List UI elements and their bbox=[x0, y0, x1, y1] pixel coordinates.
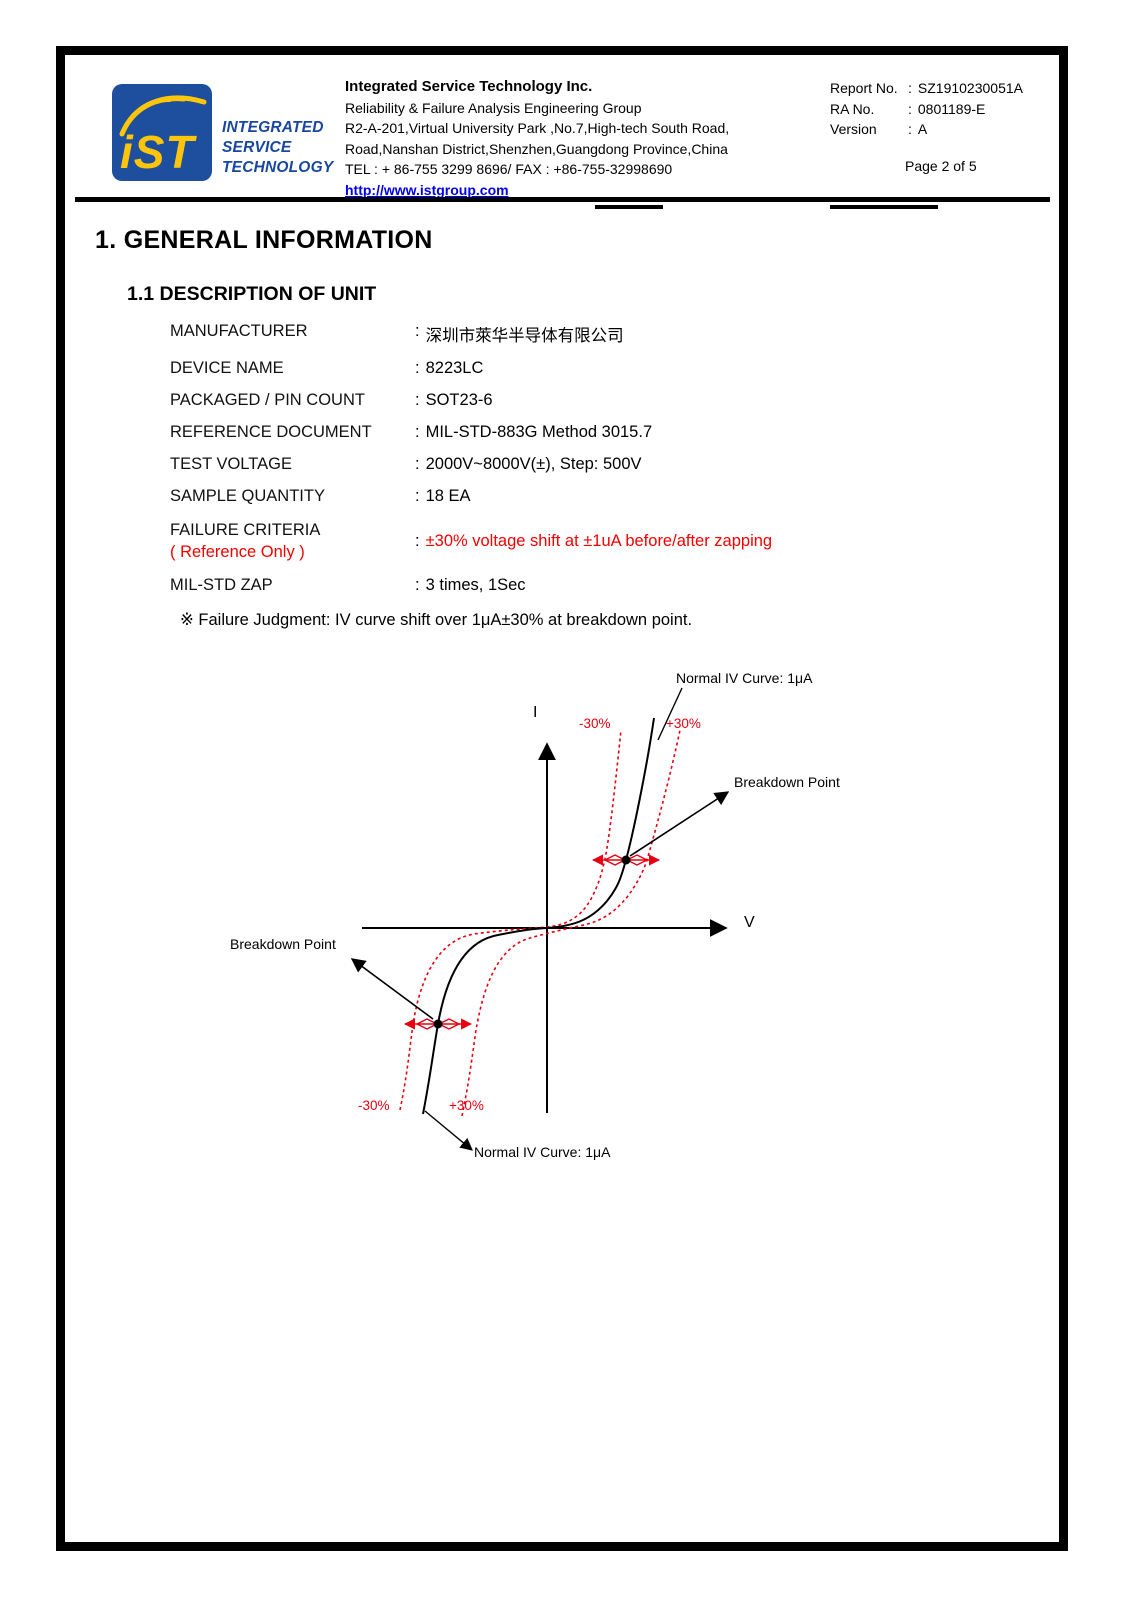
row-value: 2000V~8000V(±), Step: 500V bbox=[425, 455, 642, 473]
minus30-label-top: -30% bbox=[579, 716, 611, 731]
logo-swoosh-icon bbox=[119, 95, 207, 137]
row-value: ±30% voltage shift at ±1uA before/after … bbox=[425, 531, 773, 550]
row-label: DEVICE NAME bbox=[170, 359, 284, 377]
header-divider-segment bbox=[595, 205, 663, 209]
row-label: FAILURE CRITERIA bbox=[170, 521, 321, 539]
plus30-label-top: +30% bbox=[666, 716, 701, 731]
ra-no-row: RA No. : 0801189-E bbox=[830, 99, 1023, 120]
colon: : bbox=[415, 423, 420, 441]
unit-description-table: MANUFACTURER : 深圳市萊华半导体有限公司 DEVICE NAME :… bbox=[170, 322, 930, 608]
ra-no-label: RA No. bbox=[830, 100, 875, 117]
iv-curve-diagram bbox=[350, 687, 730, 1151]
company-telfax: TEL : + 86-755 3299 8696/ FAX : +86-755-… bbox=[345, 161, 673, 177]
breakdown-marker-negative bbox=[403, 1018, 473, 1030]
table-row: MIL-STD ZAP :3 times, 1Sec bbox=[170, 576, 930, 595]
table-row: SAMPLE QUANTITY :18 EA bbox=[170, 487, 930, 506]
report-no-value: SZ1910230051A bbox=[917, 80, 1023, 96]
header-divider-segment bbox=[830, 205, 938, 209]
version-label: Version bbox=[830, 121, 877, 137]
header-divider bbox=[75, 197, 1050, 202]
normal-curve-pointer-bottom bbox=[424, 1110, 473, 1151]
colon: : bbox=[415, 391, 420, 409]
normal-curve-pointer-top bbox=[657, 687, 683, 741]
plus30-label-bottom: +30% bbox=[449, 1098, 484, 1113]
company-address-1: R2-A-201,Virtual University Park ,No.7,H… bbox=[345, 120, 730, 136]
row-label: SAMPLE QUANTITY bbox=[170, 487, 325, 505]
row-value: 深圳市萊华半导体有限公司 bbox=[425, 327, 624, 345]
row-label: PACKAGED / PIN COUNT bbox=[170, 391, 365, 409]
version-value: A bbox=[917, 121, 928, 137]
brand-name: INTEGRATED SERVICE TECHNOLOGY bbox=[222, 118, 333, 178]
curve-normal bbox=[422, 717, 655, 1115]
iv-curve-figure: I V -30% +30% -30% +30% Normal IV Curve:… bbox=[230, 658, 870, 1183]
version-row: Version : A bbox=[830, 119, 1023, 140]
page-border bbox=[56, 46, 1068, 1551]
report-no-label: Report No. bbox=[830, 80, 898, 96]
normal-curve-label-bottom: Normal IV Curve: 1μA bbox=[474, 1144, 611, 1160]
colon: : bbox=[908, 121, 912, 137]
table-row: REFERENCE DOCUMENT : MIL-STD-883G Method … bbox=[170, 423, 930, 442]
row-label: MANUFACTURER bbox=[170, 322, 308, 340]
report-meta: Report No. : SZ1910230051A RA No. : 0801… bbox=[830, 78, 1023, 140]
colon: : bbox=[908, 80, 912, 96]
brand-line: TECHNOLOGY bbox=[222, 159, 334, 176]
colon: : bbox=[415, 455, 420, 473]
failure-judgment-note: ※ Failure Judgment: IV curve shift over … bbox=[180, 611, 693, 629]
breakdown-point-dot bbox=[621, 855, 631, 865]
breakdown-point-label-top: Breakdown Point bbox=[734, 774, 840, 790]
colon: : bbox=[415, 531, 420, 550]
curve-plus30 bbox=[461, 729, 681, 1117]
breakdown-marker-positive bbox=[591, 854, 661, 866]
row-value: MIL-STD-883G Method 3015.7 bbox=[425, 423, 653, 441]
axis-v-label: V bbox=[744, 914, 755, 931]
ist-logo: iST bbox=[112, 84, 212, 181]
breakdown-arrow-top bbox=[629, 791, 730, 857]
company-address-2: Road,Nanshan District,Shenzhen,Guangdong… bbox=[345, 140, 728, 157]
table-row: FAILURE CRITERIA ( Reference Only ) : ±30… bbox=[170, 519, 930, 563]
colon: : bbox=[415, 322, 420, 340]
row-label: MIL-STD ZAP bbox=[170, 576, 273, 594]
page-number: Page 2 of 5 bbox=[905, 158, 977, 174]
minus30-label-bottom: -30% bbox=[358, 1098, 390, 1113]
table-row: TEST VOLTAGE :2000V~8000V(±), Step: 500V bbox=[170, 455, 930, 474]
axis-i-label: I bbox=[533, 704, 538, 721]
company-name: Integrated Service Technology Inc. bbox=[345, 78, 593, 95]
table-row: PACKAGED / PIN COUNT : SOT23-6 bbox=[170, 391, 930, 410]
row-label: TEST VOLTAGE bbox=[170, 455, 292, 473]
table-row: MANUFACTURER : 深圳市萊华半导体有限公司 bbox=[170, 322, 930, 346]
ra-no-value: 0801189-E bbox=[917, 100, 986, 117]
colon: : bbox=[415, 487, 420, 505]
colon: : bbox=[415, 576, 420, 594]
section-subtitle: 1.1 DESCRIPTION OF UNIT bbox=[127, 283, 377, 305]
brand-line: INTEGRATED bbox=[222, 119, 324, 136]
colon: : bbox=[908, 100, 912, 117]
row-value: 3 times, 1Sec bbox=[425, 576, 526, 594]
report-no-row: Report No. : SZ1910230051A bbox=[830, 78, 1023, 99]
breakdown-point-label-left: Breakdown Point bbox=[230, 936, 336, 952]
logo-ist-text: iST bbox=[120, 126, 195, 178]
company-website-link[interactable]: http://www.istgroup.com bbox=[345, 181, 509, 198]
breakdown-point-dot bbox=[433, 1019, 443, 1029]
brand-line: SERVICE bbox=[222, 139, 292, 156]
table-row: DEVICE NAME :8223LC bbox=[170, 359, 930, 378]
breakdown-arrow-left bbox=[350, 958, 434, 1020]
company-block: Integrated Service Technology Inc. Relia… bbox=[345, 77, 729, 200]
colon: : bbox=[415, 359, 420, 377]
row-label-note: ( Reference Only ) bbox=[170, 543, 305, 561]
row-value: 8223LC bbox=[425, 359, 484, 377]
row-label: REFERENCE DOCUMENT bbox=[170, 423, 372, 441]
row-value: 18 EA bbox=[425, 487, 471, 505]
normal-curve-label-top: Normal IV Curve: 1μA bbox=[676, 670, 813, 686]
section-title: 1. GENERAL INFORMATION bbox=[95, 226, 433, 254]
company-group: Reliability & Failure Analysis Engineeri… bbox=[345, 99, 642, 116]
row-value: SOT23-6 bbox=[425, 391, 493, 409]
